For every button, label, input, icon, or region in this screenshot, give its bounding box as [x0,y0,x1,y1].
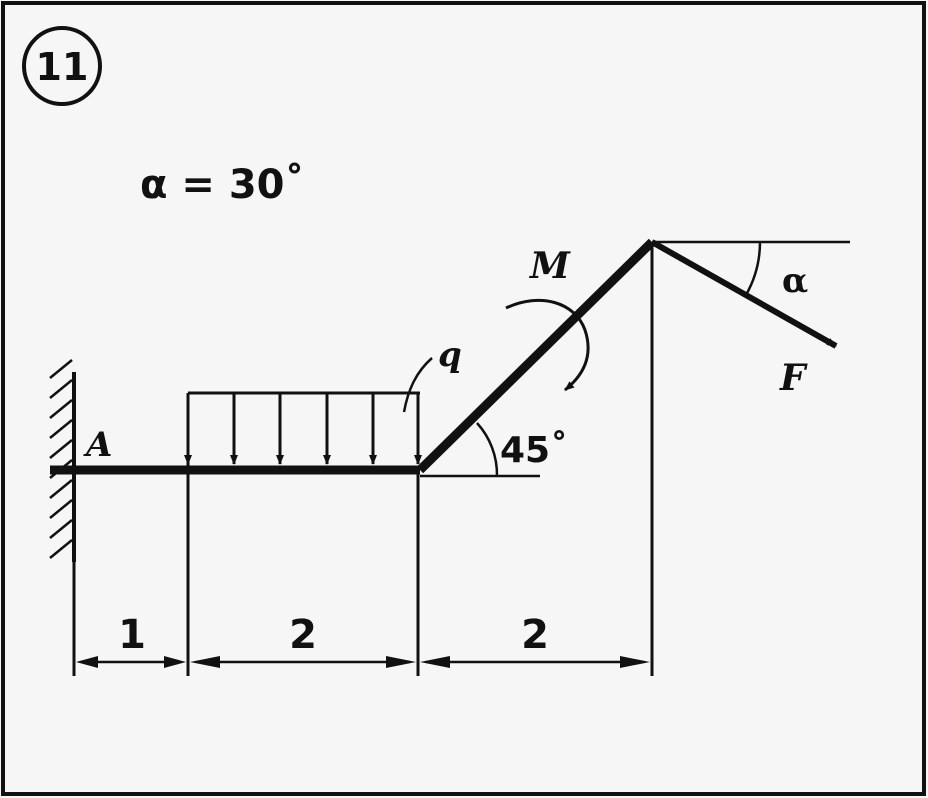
dimension-2: 2 [190,612,416,668]
angle-arc-45 [476,422,499,477]
dimension-label-3: 2 [521,612,549,658]
problem-number: 11 [36,45,89,89]
dimension-3: 2 [420,612,650,668]
force-label-f: F [779,357,808,399]
moment-label-m: M [528,245,571,287]
distributed-load [184,391,422,465]
inclined-beam [416,238,656,474]
load-label-q: q [438,335,462,375]
fixed-wall [49,359,76,562]
dimension-label-1: 1 [118,612,146,658]
dimension-1: 1 [76,612,186,668]
force-arrow [650,239,838,349]
force-angle-arc [744,241,762,296]
problem-number-badge: 11 [22,26,102,106]
force-angle-label: α [782,261,808,301]
beam-angle-label: 45˚ [500,430,568,471]
dimension-label-2: 2 [289,612,317,658]
load-leader-line [402,357,433,413]
moment-arrow [505,298,590,392]
support-label-a: A [83,425,112,465]
given-angle: α = 30˚ [140,161,305,208]
